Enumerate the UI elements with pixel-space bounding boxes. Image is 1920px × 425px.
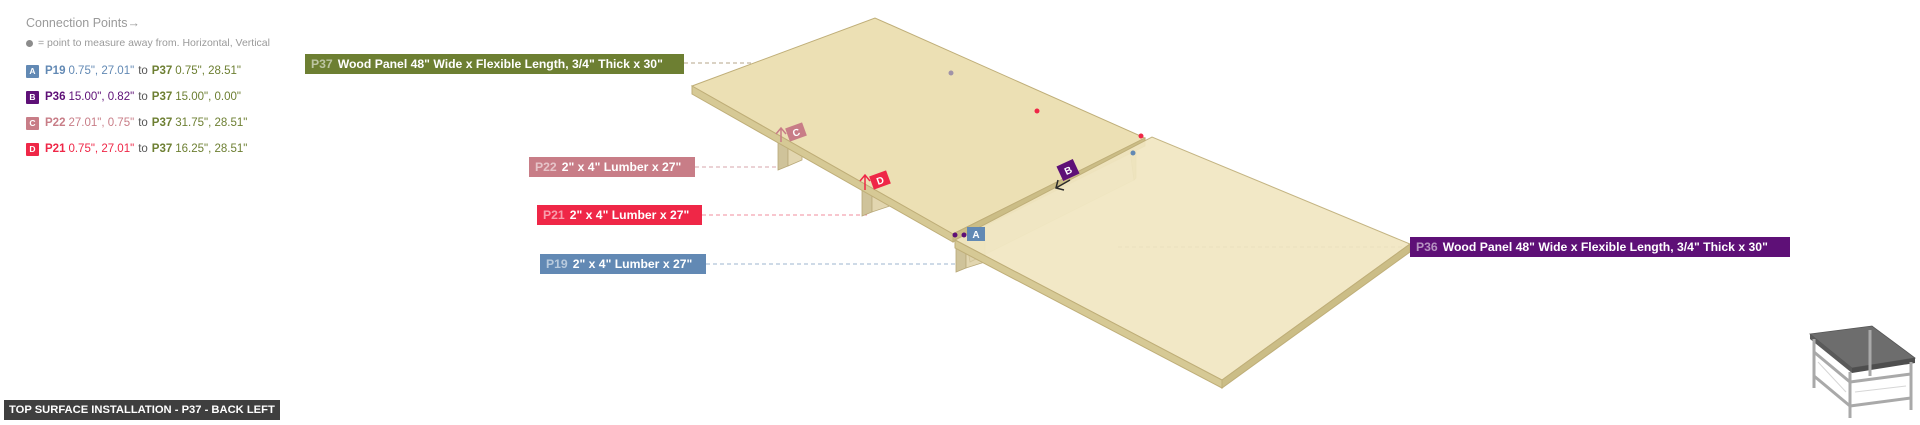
- callout-text: 2" x 4" Lumber x 27": [561, 160, 682, 174]
- legend-row-b: B P36 15.00", 0.82" to P37 15.00", 0.00": [26, 90, 270, 104]
- legend-badge-a: A: [26, 64, 39, 78]
- legend-badge-d: D: [26, 142, 39, 156]
- legend-from-coords: 0.75", 27.01": [68, 65, 135, 77]
- legend-from-coords: 27.01", 0.75": [68, 117, 135, 129]
- callout-text: 2" x 4" Lumber x 27": [572, 257, 693, 271]
- marker-b-label: B: [1063, 165, 1074, 178]
- arrow-icon-c: [775, 126, 787, 142]
- step-title: TOP SURFACE INSTALLATION - P37 - BACK LE…: [4, 400, 280, 420]
- callout-p37: P37 Wood Panel 48" Wide x Flexible Length…: [305, 54, 684, 74]
- legend-from-coords: 0.75", 27.01": [68, 143, 135, 155]
- callout-text: 2" x 4" Lumber x 27": [569, 208, 690, 222]
- legend-to-coords: 16.25", 28.51": [175, 143, 248, 155]
- legend-title: Connection Points→: [26, 16, 140, 30]
- marker-d-label: D: [875, 175, 886, 188]
- panel-p36: [953, 136, 1412, 389]
- marker-a-label: A: [972, 230, 979, 241]
- arrow-right-icon: →: [127, 16, 140, 30]
- callout-part-id: P37: [311, 57, 333, 71]
- marker-b: B: [1056, 158, 1080, 182]
- callout-text: Wood Panel 48" Wide x Flexible Length, 3…: [337, 57, 663, 71]
- legend-badge-c: C: [26, 116, 39, 130]
- legend-row-d: D P21 0.75", 27.01" to P37 16.25", 28.51…: [26, 142, 270, 156]
- dot-icon: [26, 39, 33, 47]
- legend-to-word: to: [138, 143, 148, 155]
- legend-to-part: P37: [151, 65, 173, 77]
- callout-p19: P19 2" x 4" Lumber x 27": [540, 254, 706, 274]
- arrow-icon-d: [859, 173, 871, 190]
- callout-p21: P21 2" x 4" Lumber x 27": [537, 205, 702, 225]
- legend-to-word: to: [138, 65, 148, 77]
- legend-from-part: P36: [45, 91, 66, 103]
- legend-to-word: to: [138, 91, 148, 103]
- legend-to-coords: 31.75", 28.51": [175, 117, 248, 129]
- panel-p37: [690, 17, 1147, 243]
- legend-from-part: P19: [45, 65, 66, 77]
- callout-part-id: P19: [546, 257, 568, 271]
- callout-part-id: P22: [535, 160, 557, 174]
- legend-rows: A P19 0.75", 27.01" to P37 0.75", 28.51"…: [26, 64, 270, 156]
- legend-to-part: P37: [151, 91, 173, 103]
- point-dot-p36: [1130, 150, 1136, 156]
- marker-c: C: [785, 122, 807, 142]
- callout-part-id: P36: [1416, 240, 1438, 254]
- connection-points-legend: Connection Points→ = point to measure aw…: [26, 16, 270, 168]
- marker-c-label: C: [791, 127, 802, 140]
- point-dot-p37-b: [1034, 108, 1040, 114]
- legend-to-coords: 0.75", 28.51": [175, 65, 241, 77]
- point-dot-p37-c: [1138, 133, 1144, 139]
- point-dot-p19-b: [961, 232, 967, 238]
- legend-from-part: P22: [45, 117, 66, 129]
- legend-note: = point to measure away from. Horizontal…: [26, 37, 270, 49]
- legend-to-part: P37: [151, 117, 173, 129]
- marker-d: D: [869, 170, 891, 190]
- arrow-icon-b: [1055, 179, 1071, 191]
- legend-from-part: P21: [45, 143, 66, 155]
- legend-to-part: P37: [151, 143, 173, 155]
- point-dot-p19-a: [952, 232, 958, 238]
- point-dot-p37-a: [948, 70, 954, 76]
- callout-part-id: P21: [543, 208, 565, 222]
- connection-points: [948, 70, 1144, 238]
- legend-badge-b: B: [26, 90, 39, 104]
- legend-from-coords: 15.00", 0.82": [68, 91, 135, 103]
- callout-p36: P36 Wood Panel 48" Wide x Flexible Length…: [1410, 237, 1790, 257]
- legend-to-coords: 15.00", 0.00": [175, 91, 241, 103]
- marker-a: A: [967, 227, 985, 241]
- callout-text: Wood Panel 48" Wide x Flexible Length, 3…: [1442, 240, 1768, 254]
- legend-to-word: to: [138, 117, 148, 129]
- callout-p22: P22 2" x 4" Lumber x 27": [529, 157, 695, 177]
- assembly-thumbnail: [1809, 325, 1917, 418]
- legend-row-c: C P22 27.01", 0.75" to P37 31.75", 28.51…: [26, 116, 270, 130]
- legend-row-a: A P19 0.75", 27.01" to P37 0.75", 28.51": [26, 64, 270, 78]
